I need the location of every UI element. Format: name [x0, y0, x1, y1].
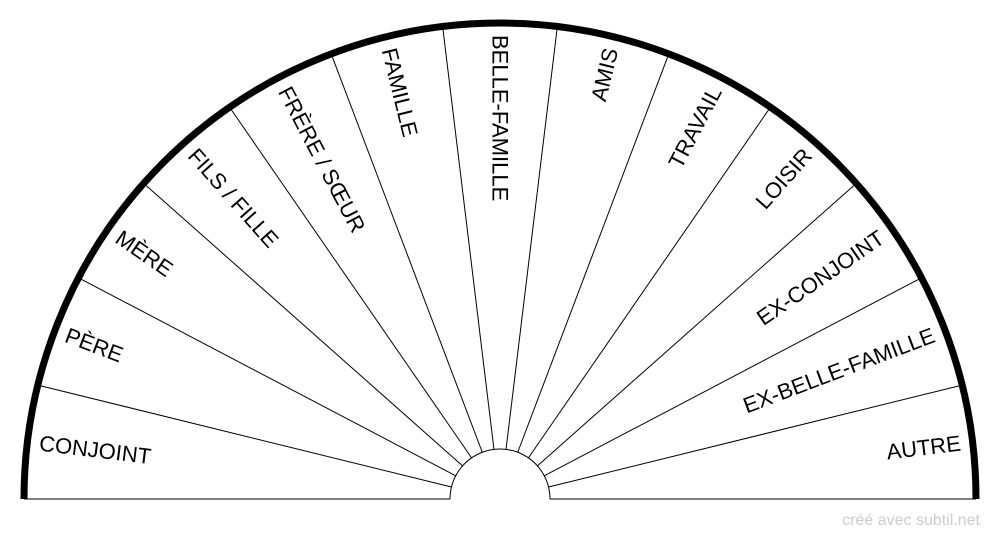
- divider-line: [442, 26, 495, 450]
- divider-line: [548, 384, 963, 488]
- divider-line: [527, 106, 771, 459]
- divider-lines: [37, 26, 963, 488]
- divider-line: [537, 182, 857, 467]
- sector-label: FRÈRE / SŒUR: [273, 82, 370, 236]
- sector-label: EX-BELLE-FAMILLE: [740, 323, 939, 418]
- divider-line: [37, 384, 452, 488]
- inner-arc: [449, 448, 551, 500]
- sector-label: FILS / FILLE: [183, 143, 284, 252]
- divider-line: [143, 182, 463, 467]
- credit-text: créé avec subtil.net: [842, 512, 980, 529]
- divider-line: [229, 106, 473, 459]
- sector-label: BELLE-FAMILLE: [488, 35, 513, 201]
- sector-label: FAMILLE: [377, 45, 423, 139]
- divider-line: [517, 53, 670, 453]
- outer-arc: [20, 19, 980, 500]
- divider-line: [505, 26, 558, 450]
- divider-line: [78, 277, 456, 477]
- sector-label: EX-CONJOINT: [752, 225, 889, 330]
- sector-label: AMIS: [586, 45, 623, 103]
- sector-label: PÈRE: [62, 323, 127, 368]
- sector-label: TRAVAIL: [663, 82, 726, 172]
- sector-label: MÈRE: [111, 225, 178, 282]
- divider-line: [544, 277, 922, 477]
- sector-label: CONJOINT: [38, 431, 153, 469]
- divider-line: [330, 53, 483, 453]
- sector-label: LOISIR: [750, 143, 817, 214]
- sector-label: AUTRE: [885, 431, 962, 465]
